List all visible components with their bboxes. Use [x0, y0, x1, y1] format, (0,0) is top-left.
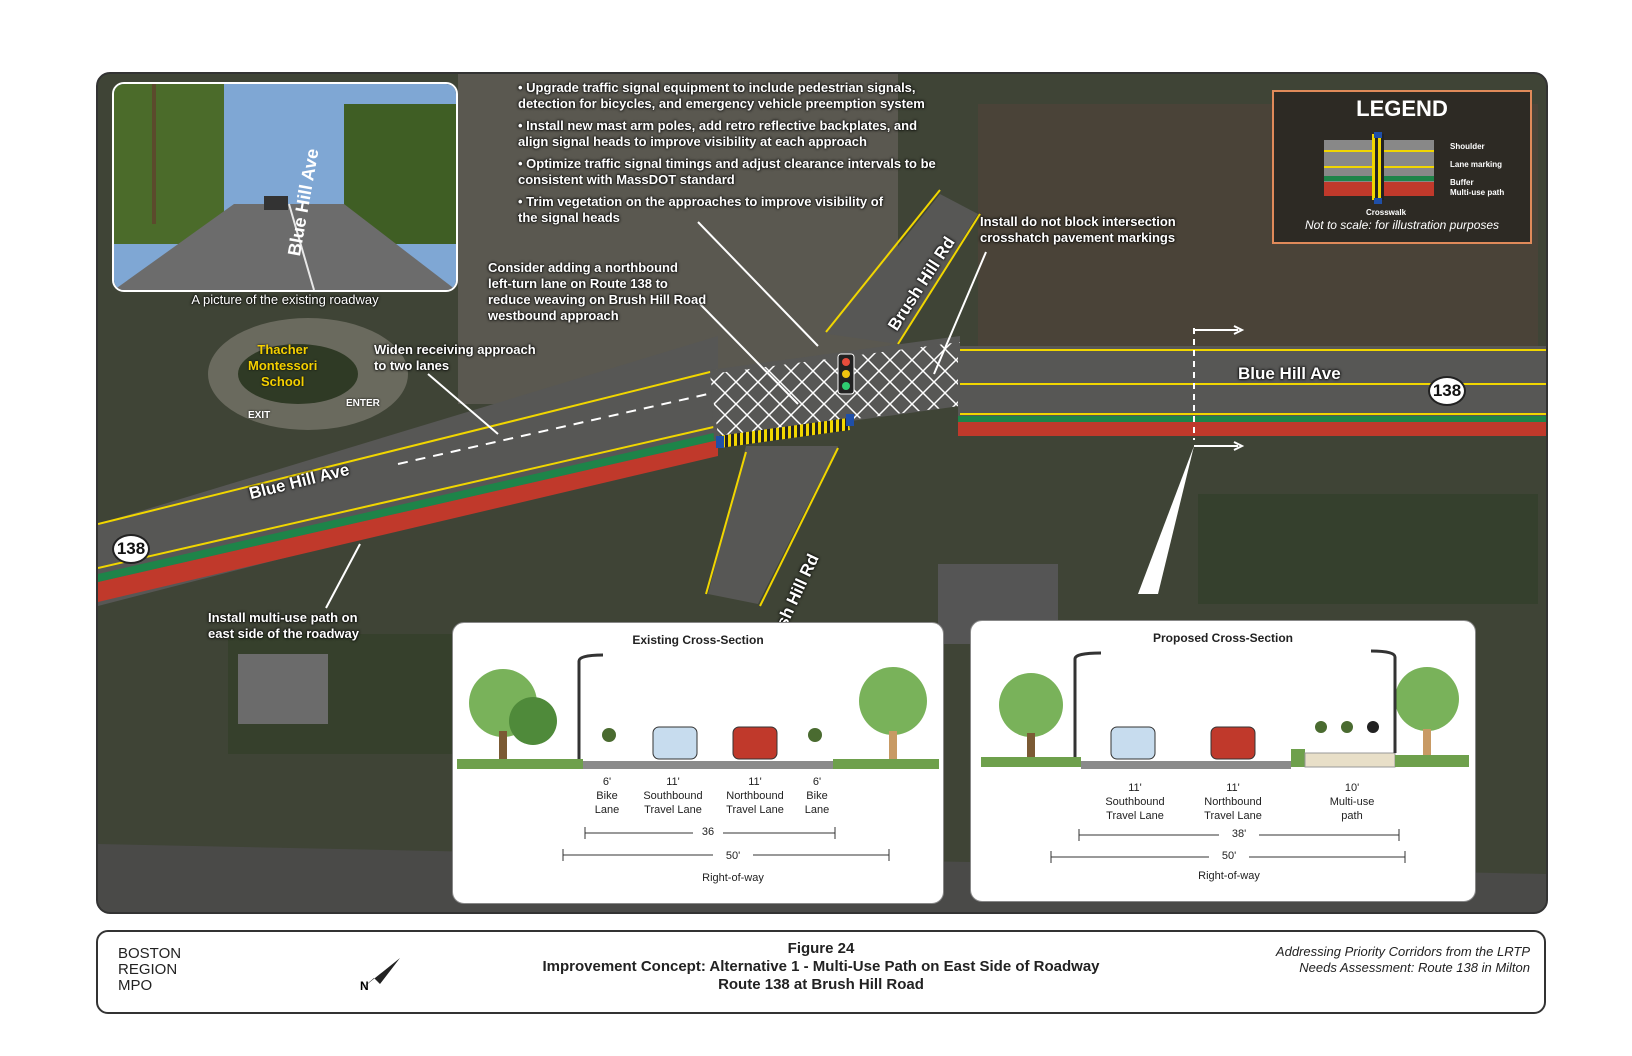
leader-crosshatch [933, 251, 987, 375]
svg-text:N: N [360, 979, 369, 993]
leader-left-turn [699, 303, 799, 405]
proposed-row-label: Right-of-way [1198, 870, 1260, 882]
callout-widen: Widen receiving approach to two lanes [374, 342, 536, 373]
bullet-3: • Optimize traffic signal timings and ad… [518, 156, 936, 187]
existing-section-drawing [457, 653, 939, 769]
existing-roadway-photo: Blue Hill Ave [112, 82, 458, 292]
existing-row-label: Right-of-way [702, 872, 764, 884]
existing-curb-width: 36 [693, 825, 723, 839]
crosswalk-marking [718, 418, 850, 448]
existing-lane-4: 6'Bike Lane [804, 776, 830, 816]
proposed-lane-3: 10'Multi-use path [1329, 782, 1375, 822]
callout-crosshatch: Install do not block intersection crossh… [980, 214, 1176, 245]
existing-lane-3: 11'Northbound Travel Lane [726, 776, 784, 816]
buffer-west [98, 432, 718, 582]
legend-item-crosswalk: Crosswalk [1366, 208, 1407, 217]
house-roof [238, 654, 328, 724]
figure-footer: BOSTON REGION MPO N Figure 24 Improvemen… [96, 930, 1546, 1014]
buffer-east [958, 416, 1546, 422]
proposed-lane-1: 11'Southbound Travel Lane [1105, 782, 1165, 822]
school-island [238, 344, 358, 404]
callout-multi-use: Install multi-use path on east side of t… [208, 610, 359, 641]
curb-ramp-east [846, 414, 854, 426]
legend-note: Not to scale: for illustration purposes [1304, 218, 1500, 232]
org-name: BOSTON REGION MPO [118, 945, 182, 994]
legend-item-multi-use-path: Multi-use path [1450, 188, 1505, 197]
north-arrow-icon: N [360, 958, 400, 993]
enter-label: ENTER [346, 398, 380, 409]
multi-use-path-west [98, 440, 718, 602]
bullet-1: • Upgrade traffic signal equipment to in… [518, 80, 925, 111]
aerial-map: Blue Hill Ave A picture of the existing … [96, 72, 1548, 914]
figure-title-block: Figure 24 Improvement Concept: Alternati… [398, 940, 1244, 994]
proposed-cross-section: Proposed Cross-Section 11'Southbound Tra… [970, 620, 1476, 902]
existing-row-width: 50' [713, 849, 753, 863]
study-name: Addressing Priority Corridors from the L… [1275, 944, 1530, 975]
legend: LEGEND Shoulder Lane marking Buffer Mult… [1272, 90, 1532, 244]
existing-lane-1: 6'Bike Lane [594, 776, 620, 816]
legend-swatch [1324, 132, 1434, 204]
crosshatch-marking [710, 342, 960, 436]
route-138-shield-east: 138 [1428, 376, 1466, 406]
proposed-section-drawing [981, 649, 1469, 769]
bullet-4: • Trim vegetation on the approaches to i… [518, 194, 884, 225]
proposed-section-title: Proposed Cross-Section [1152, 631, 1294, 645]
exit-label: EXIT [248, 410, 271, 421]
proposed-lane-2: 11'Northbound Travel Lane [1204, 782, 1262, 822]
photo-caption: A picture of the existing roadway [191, 292, 379, 307]
section-callout-wedge [1138, 446, 1194, 594]
road-label-blue-hill-ave-east: Blue Hill Ave [1238, 364, 1341, 383]
leader-multiuse [325, 543, 361, 609]
leader-widen [427, 373, 499, 435]
route-138-shield-west: 138 [112, 534, 150, 564]
proposed-row-width: 50' [1209, 849, 1249, 863]
legend-item-lane-marking: Lane marking [1450, 160, 1503, 169]
legend-item-buffer: Buffer [1450, 178, 1474, 187]
figure-number: Figure 24 [787, 940, 855, 957]
leader-bullets [697, 221, 819, 347]
existing-lane-2: 11'Southbound Travel Lane [643, 776, 703, 816]
wooded-area-se [1198, 494, 1538, 604]
existing-cross-section: Existing Cross-Section 6'Bike Lane 11'So… [452, 622, 944, 904]
brush-hill-rd-north-pavement [828, 194, 978, 344]
legend-item-shoulder: Shoulder [1450, 142, 1485, 151]
legend-title: LEGEND [1356, 96, 1448, 121]
curb-ramp-west [716, 436, 724, 448]
figure-location: Route 138 at Brush Hill Road [718, 976, 924, 993]
multi-use-path-east [958, 422, 1546, 436]
existing-section-title: Existing Cross-Section [632, 633, 764, 647]
bullet-2: • Install new mast arm poles, add retro … [518, 118, 918, 149]
callout-left-turn: Consider adding a northbound left-turn l… [488, 260, 707, 323]
figure-title: Improvement Concept: Alternative 1 - Mul… [542, 958, 1100, 975]
proposed-curb-width: 38' [1219, 827, 1259, 841]
brush-hill-rd-south-pavement [708, 446, 838, 604]
school-label: Thacher Montessori School [248, 342, 318, 389]
